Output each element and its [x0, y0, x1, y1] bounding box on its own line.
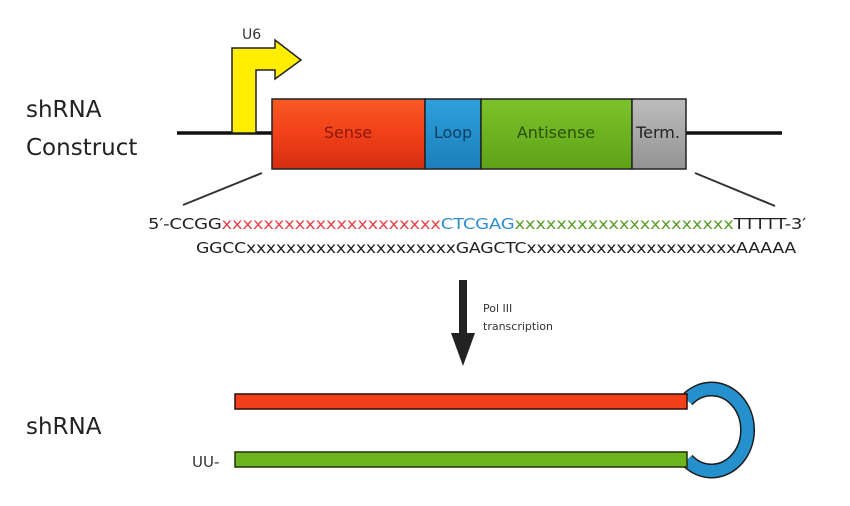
transcription-label-line1: Pol III [483, 302, 512, 315]
zoom-connector-right [694, 172, 776, 207]
seq-top-loop: CTCGAG [441, 215, 515, 233]
seq-bottom-antisense: xxxxxxxxxxxxxxxxxxxxx [526, 239, 736, 257]
segment-sense [271, 98, 426, 170]
seq-bottom-sense: xxxxxxxxxxxxxxxxxxxxx [246, 239, 456, 257]
transcription-label-line2: transcription [483, 320, 553, 333]
construct-label-line1: shRNA [26, 97, 102, 123]
segment-term [631, 98, 687, 170]
segment-loop-label: Loop [434, 123, 472, 142]
product-label: shRNA [26, 414, 102, 440]
seq-top-5prime: 5′-CCGG [148, 215, 222, 233]
segment-loop [424, 98, 482, 170]
segment-antisense-label: Antisense [517, 123, 595, 142]
seq-top-sense: xxxxxxxxxxxxxxxxxxxxx [222, 215, 441, 233]
construct-label-line2: Construct [26, 135, 137, 161]
promoter-arrow-icon [231, 38, 303, 134]
segment-antisense [480, 98, 633, 170]
segment-sense-label: Sense [324, 123, 372, 142]
seq-bottom-end: AAAAA [736, 239, 797, 257]
seq-top-3prime: TTTTT-3′ [732, 215, 806, 233]
sense-strand [234, 393, 688, 410]
promoter-label: U6 [242, 27, 261, 43]
hairpin-loop [682, 383, 754, 477]
seq-bottom-loop: GAGCTC [456, 239, 527, 257]
transcription-arrow-icon [451, 280, 475, 366]
seq-bottom-start: GGCC [196, 239, 246, 257]
segment-term-label: Term. [635, 123, 680, 142]
antisense-strand [234, 451, 688, 468]
uu-overhang-label: UU- [192, 453, 219, 471]
construct-box: Sense Loop Antisense Term. [271, 98, 687, 170]
zoom-connector-left [182, 172, 263, 206]
seq-top-antisense: xxxxxxxxxxxxxxxxxxxxx [514, 215, 733, 233]
